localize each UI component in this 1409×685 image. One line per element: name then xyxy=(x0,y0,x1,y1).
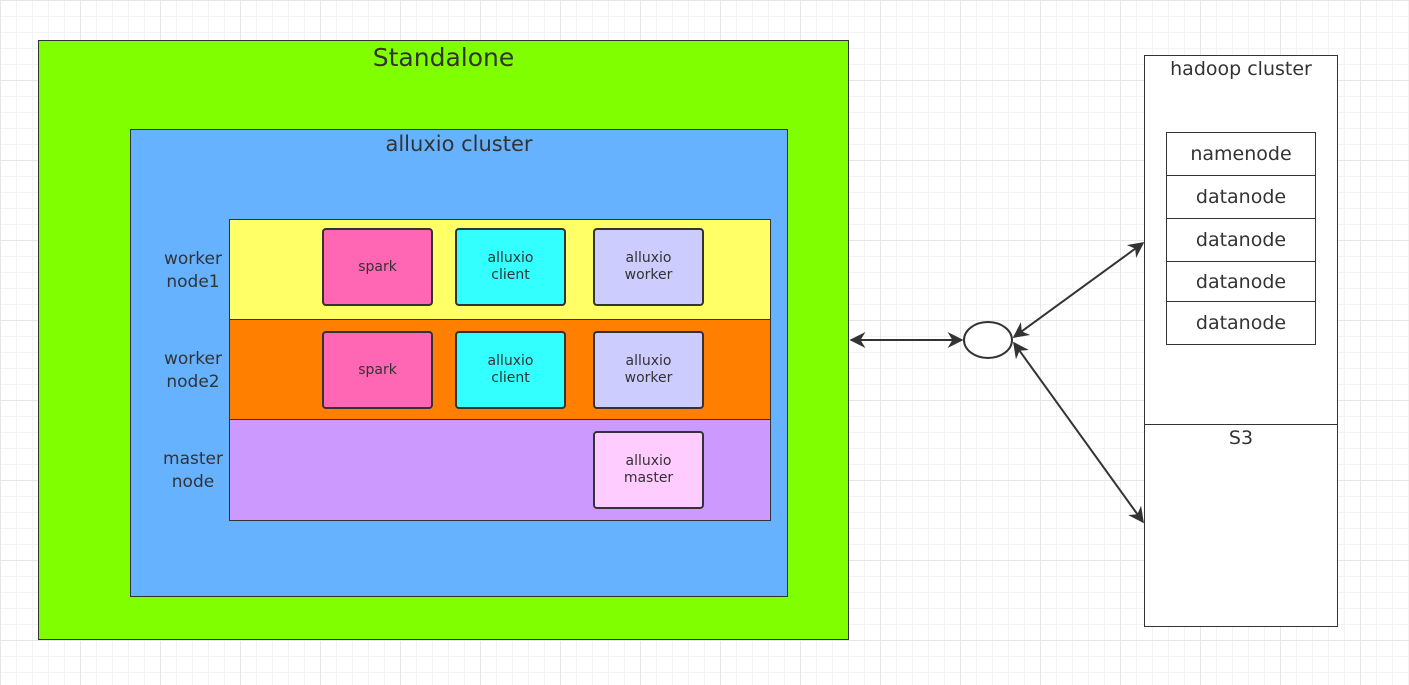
datanode-item: datanode xyxy=(1167,301,1315,343)
alluxio-client-component: alluxio client xyxy=(455,331,566,409)
alluxio-worker-component: alluxio worker xyxy=(593,331,704,409)
alluxio-master-component: alluxio master xyxy=(593,431,704,509)
datanode-item: datanode xyxy=(1167,218,1315,261)
alluxio-cluster-title: alluxio cluster xyxy=(385,132,533,156)
datanode-item: datanode xyxy=(1167,261,1315,301)
hub-to-s3-arrow xyxy=(1013,341,1144,524)
namenode-item: namenode xyxy=(1167,132,1315,175)
hub-node xyxy=(963,321,1013,359)
spark-component: spark xyxy=(322,331,433,409)
s3-box: S3 xyxy=(1144,424,1338,627)
hadoop-node-stack: namenode datanode datanode datanode data… xyxy=(1166,132,1316,345)
spark-component: spark xyxy=(322,228,433,306)
hadoop-cluster-title: hadoop cluster xyxy=(1170,58,1312,80)
master-node-label: master node xyxy=(163,449,223,492)
hub-to-hadoop-arrow xyxy=(1012,242,1145,338)
s3-title: S3 xyxy=(1228,427,1254,449)
worker-node2-label: worker node2 xyxy=(164,349,222,392)
alluxio-client-component: alluxio client xyxy=(455,228,566,306)
alluxio-worker-component: alluxio worker xyxy=(593,228,704,306)
worker-node1-label: worker node1 xyxy=(164,249,222,292)
standalone-title: Standalone xyxy=(372,43,515,72)
datanode-item: datanode xyxy=(1167,175,1315,218)
